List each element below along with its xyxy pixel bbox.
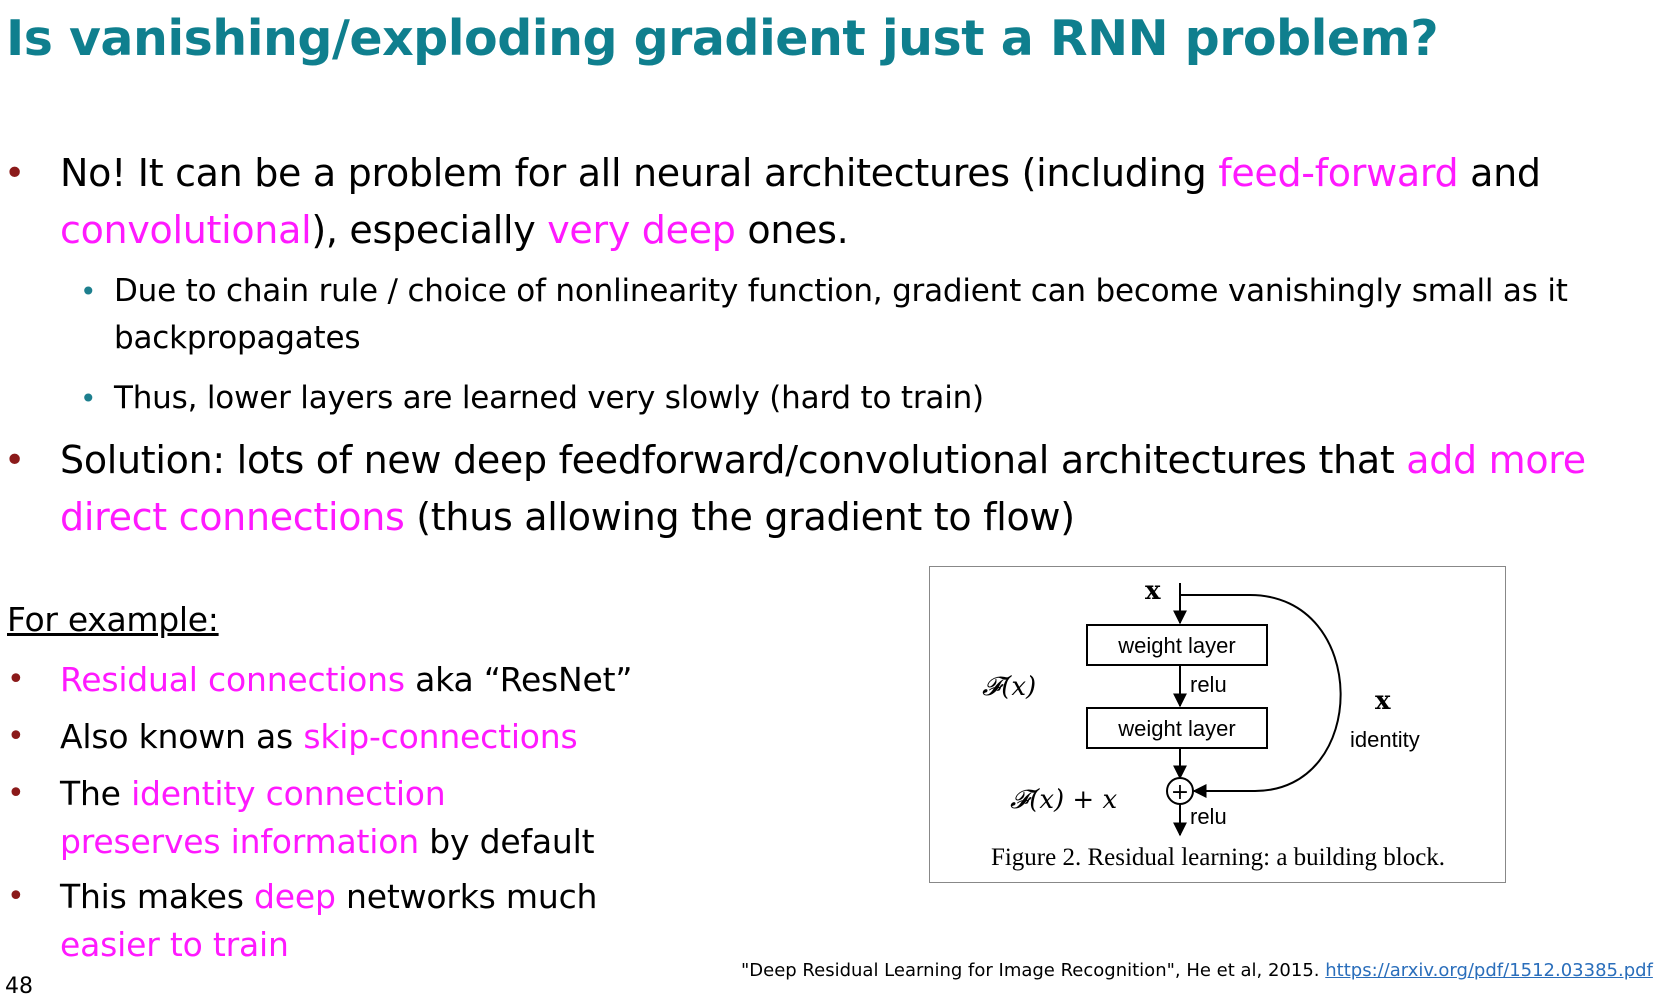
- input-x-label: x: [1145, 576, 1161, 606]
- weight-layer-1-box: [1086, 624, 1268, 666]
- highlight-identity-connection: identity connection: [131, 774, 446, 813]
- highlight-preserves-information: preserves information: [60, 822, 419, 861]
- example-item-deep: • This makes deep networks much easier t…: [7, 873, 598, 969]
- sub-bullet-chain-rule: • Due to chain rule / choice of nonlinea…: [80, 268, 1654, 362]
- citation: "Deep Residual Learning for Image Recogn…: [741, 960, 1653, 981]
- relu-1-label: relu: [1190, 672, 1227, 697]
- text: No! It can be a problem for all neural a…: [60, 151, 1219, 195]
- text: networks much: [335, 877, 598, 916]
- highlight-deep: deep: [254, 877, 336, 916]
- sub-bullet-lower-layers: • Thus, lower layers are learned very sl…: [80, 375, 1654, 422]
- bullet-no-problem: • No! It can be a problem for all neural…: [4, 145, 1660, 259]
- text: Thus, lower layers are learned very slow…: [114, 380, 984, 416]
- highlight-skip-connections: skip-connections: [303, 717, 578, 756]
- f-of-x-plus-x-label: 𝓕(x) + x: [1010, 785, 1117, 815]
- text: Also known as: [60, 717, 304, 756]
- text: and: [1458, 151, 1541, 195]
- text: by default: [418, 822, 595, 861]
- example-item-residual: • Residual connections aka “ResNet”: [7, 656, 633, 704]
- bullet-dot-icon: •: [7, 879, 25, 914]
- bullet-solution: • Solution: lots of new deep feedforward…: [4, 432, 1660, 546]
- highlight-residual-connections: Residual connections: [60, 660, 405, 699]
- figure-caption: Figure 2. Residual learning: a building …: [991, 844, 1445, 871]
- citation-link[interactable]: https://arxiv.org/pdf/1512.03385.pdf: [1325, 960, 1653, 981]
- text: The: [60, 774, 132, 813]
- weight-layer-2-box: [1086, 707, 1268, 749]
- sub-bullet-dot-icon: •: [80, 275, 97, 308]
- bullet-dot-icon: •: [7, 776, 25, 811]
- example-heading: For example:: [7, 600, 219, 639]
- f-of-x-label: 𝓕(x): [982, 672, 1036, 702]
- bullet-dot-icon: •: [7, 662, 25, 697]
- citation-text: "Deep Residual Learning for Image Recogn…: [741, 960, 1326, 981]
- bullet-dot-icon: •: [4, 153, 25, 194]
- highlight-very-deep: very deep: [547, 208, 736, 252]
- bullet-dot-icon: •: [4, 440, 25, 481]
- example-item-identity: • The identity connection preserves info…: [7, 770, 595, 866]
- resnet-figure: x weight layer relu weight layer 𝓕(x) + …: [929, 566, 1506, 883]
- highlight-convolutional: convolutional: [60, 208, 312, 252]
- identity-label: identity: [1350, 727, 1420, 752]
- text: (thus allowing the gradient to flow): [404, 495, 1075, 539]
- plus-icon: +: [1171, 780, 1189, 805]
- highlight-easier-to-train: easier to train: [60, 925, 289, 964]
- bullet-dot-icon: •: [7, 719, 25, 754]
- identity-x-label: x: [1375, 686, 1391, 716]
- text: ones.: [735, 208, 849, 252]
- slide-title: Is vanishing/exploding gradient just a R…: [6, 10, 1439, 67]
- page-number: 48: [5, 974, 33, 999]
- residual-block-diagram: x weight layer relu weight layer 𝓕(x) + …: [982, 576, 1445, 871]
- sub-bullet-dot-icon: •: [80, 382, 97, 415]
- highlight-feed-forward: feed-forward: [1218, 151, 1459, 195]
- weight-layer-1-label: weight layer: [1117, 633, 1235, 658]
- text: aka “ResNet”: [404, 660, 633, 699]
- text: This makes: [60, 877, 255, 916]
- text: Due to chain rule / choice of nonlineari…: [114, 273, 1568, 356]
- highlight-direct-connections: add more direct connections: [60, 438, 1586, 539]
- relu-2-label: relu: [1190, 804, 1227, 829]
- example-item-skip: • Also known as skip-connections: [7, 713, 578, 761]
- text: Solution: lots of new deep feedforward/c…: [60, 438, 1407, 482]
- text: ), especially: [311, 208, 548, 252]
- weight-layer-2-label: weight layer: [1117, 716, 1235, 741]
- identity-skip-arrow: [1181, 594, 1342, 798]
